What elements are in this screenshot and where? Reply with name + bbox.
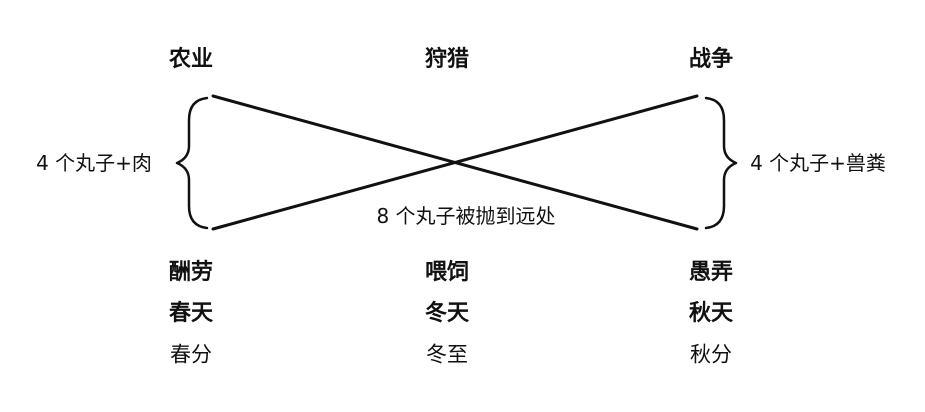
center-col-item-3: 冬至	[426, 342, 468, 367]
right-col-item-3: 秋分	[690, 342, 732, 367]
center-col-item-2: 冬天	[424, 301, 470, 326]
left-col-item-2: 春天	[168, 301, 214, 326]
side-label-left: 4 个丸子+肉	[36, 151, 152, 175]
top-label-war: 战争	[688, 47, 734, 72]
right-col-item-2: 秋天	[688, 301, 734, 326]
right-col-item-1: 愚弄	[688, 260, 734, 285]
left-brace	[175, 96, 209, 230]
left-col-item-1: 酬劳	[168, 260, 214, 285]
center-caption: 8 个丸子被抛到远处	[376, 204, 556, 228]
right-brace	[704, 96, 738, 230]
top-label-agriculture: 农业	[168, 47, 214, 72]
side-label-right: 4 个丸子+兽粪	[750, 151, 886, 175]
center-col-item-1: 喂饲	[424, 260, 470, 285]
left-col-item-3: 春分	[170, 342, 212, 367]
cross-line-ascending	[211, 94, 699, 231]
top-label-hunting: 狩猎	[424, 47, 470, 72]
